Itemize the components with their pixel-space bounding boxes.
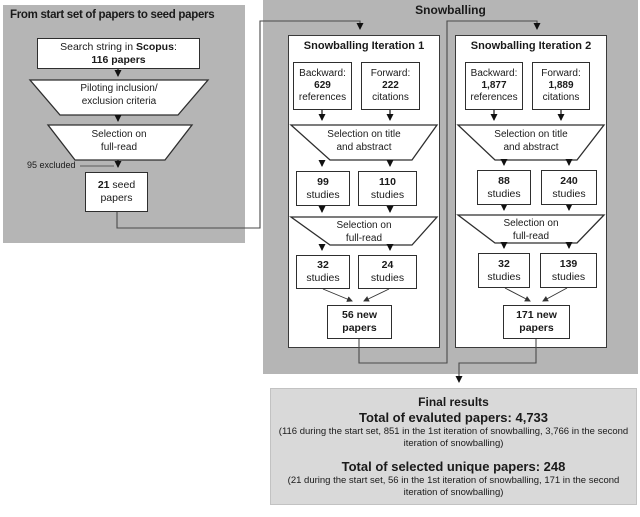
selected-papers-detail: (21 during the start set, 56 in the 1st …: [287, 474, 620, 498]
evaluated-papers-heading: Total of evaluted papers: 4,733: [358, 410, 549, 425]
iter1-backward-box: Backward: 629 references: [293, 62, 352, 110]
iter1-forward-box: Forward: 222 citations: [361, 62, 420, 110]
iter1-backward-studies-box-2: 32 studies: [296, 255, 350, 289]
iter1-forward-studies-box-1: 110 studies: [358, 171, 417, 206]
iter2-backward-box: Backward: 1,877 references: [465, 62, 523, 110]
iter2-backward-studies-box-1: 88 studies: [477, 170, 531, 205]
iter2-title-abstract-funnel-label: Selection on title and abstract: [494, 129, 568, 153]
seed-papers-line2: papers: [100, 192, 133, 204]
search-string-line1: Search string in Scopus:: [60, 40, 177, 53]
piloting-funnel-label: Piloting inclusion/ exclusion criteria: [80, 83, 158, 107]
iter2-backward-studies-box-2: 32 studies: [478, 253, 530, 288]
snowballing-title: Snowballing: [415, 3, 486, 17]
iter1-backward-studies-box-1: 99 studies: [296, 171, 350, 206]
start-set-panel-title: From start set of papers to seed papers: [10, 9, 215, 21]
excluded-label: 95 excluded: [27, 160, 76, 170]
final-results-title: Final results: [418, 395, 489, 409]
evaluated-papers-detail: (116 during the start set, 851 in the 1s…: [278, 426, 629, 449]
iter2-forward-studies-box-1: 240 studies: [541, 170, 597, 205]
selected-papers-heading: Total of selected unique papers: 248: [341, 458, 566, 474]
search-string-count: 116 papers: [91, 53, 146, 66]
fullread-funnel-label: Selection on full-read: [91, 129, 147, 153]
search-string-box: Search string in Scopus: 116 papers: [37, 38, 200, 69]
iter2-forward-box: Forward: 1,889 citations: [532, 62, 590, 110]
iter2-new-papers-box: 171 new papers: [503, 305, 570, 339]
iter2-fullread-funnel-label: Selection on full-read: [503, 218, 559, 242]
final-results-panel: Final results Total of evaluted papers: …: [270, 388, 637, 505]
seed-papers-box: 21 seed papers: [85, 172, 148, 212]
iter1-forward-studies-box-2: 24 studies: [358, 255, 417, 289]
iter1-new-papers-box: 56 new papers: [327, 305, 392, 339]
iteration1-title: Snowballing Iteration 1: [303, 40, 425, 52]
iteration2-title: Snowballing Iteration 2: [470, 40, 592, 52]
iter2-forward-studies-box-2: 139 studies: [540, 253, 597, 288]
iter1-title-abstract-funnel-label: Selection on title and abstract: [327, 129, 401, 153]
seed-papers-line1: 21 seed: [97, 179, 136, 192]
iter1-fullread-funnel-label: Selection on full-read: [336, 220, 392, 244]
